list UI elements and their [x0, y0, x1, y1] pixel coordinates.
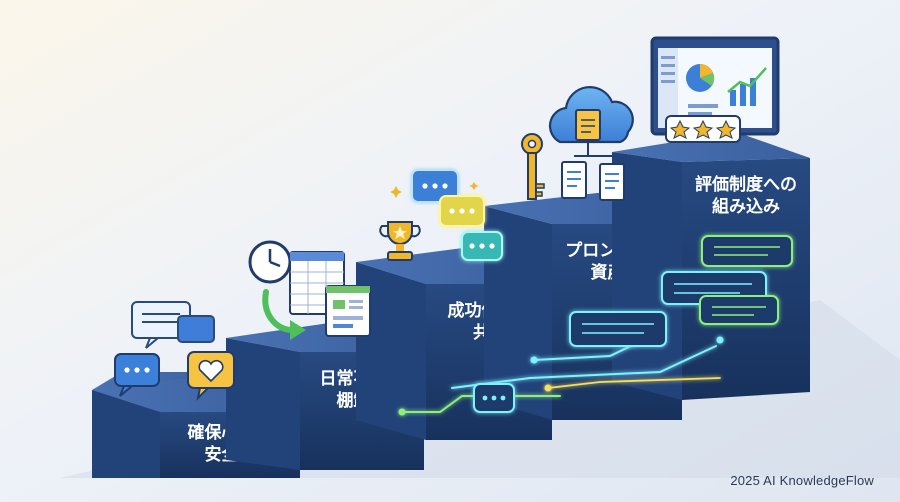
heart-bubble-icon	[187, 351, 235, 402]
dashboard-window-icon	[325, 285, 371, 337]
trophy-icon	[379, 221, 421, 261]
cycle-arrow-icon	[262, 289, 295, 333]
glowing-chat-bubbles	[411, 169, 503, 261]
step-5-label-line1: 評価制度への	[695, 174, 797, 195]
outline-chat-bubble-icon-4	[699, 295, 779, 325]
step-5-label-line2: 組み込み	[712, 196, 780, 217]
outline-chat-bubble-icon-3	[701, 235, 793, 267]
analytics-dashboard-icon	[650, 36, 780, 136]
chat-bubble-lines-icon	[131, 301, 215, 349]
copyright-watermark: 2025 AI KnowledgeFlow	[730, 473, 874, 488]
chat-bubble-blue-icon	[411, 169, 459, 203]
key-icon	[521, 133, 545, 200]
circuit-nodes	[398, 336, 724, 416]
document-icon-left	[561, 161, 587, 199]
chat-bubble-dots-icon	[114, 353, 160, 397]
outline-chat-bubbles	[473, 235, 793, 413]
star-rating-icon	[665, 115, 741, 143]
document-icon-right	[599, 163, 625, 201]
chat-bubble-teal-icon	[461, 231, 503, 261]
cycle-arrowhead-icon	[290, 320, 306, 340]
outline-chat-bubble-icon	[569, 311, 667, 347]
document-icon-top	[575, 109, 601, 141]
chat-bubble-yellow-icon	[439, 195, 485, 227]
sparkle-icons	[390, 182, 479, 198]
outline-dots-chat-bubble-icon	[473, 383, 515, 413]
clock-icon	[248, 240, 292, 284]
